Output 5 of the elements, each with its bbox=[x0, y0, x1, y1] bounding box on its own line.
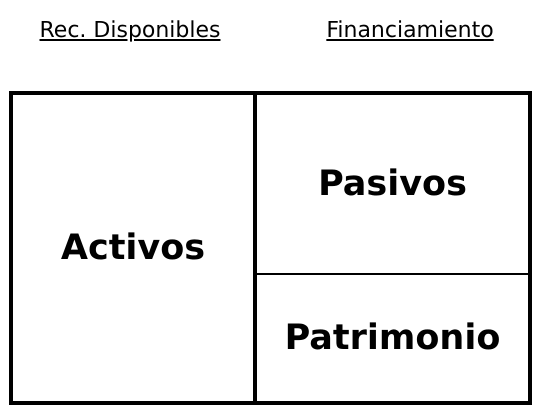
account-label: Activos bbox=[60, 228, 206, 268]
account-label: Patrimonio bbox=[284, 318, 500, 358]
account-label: Pasivos bbox=[318, 164, 467, 204]
column-heading: Financiamiento bbox=[326, 18, 494, 43]
column-heading: Rec. Disponibles bbox=[40, 18, 220, 43]
